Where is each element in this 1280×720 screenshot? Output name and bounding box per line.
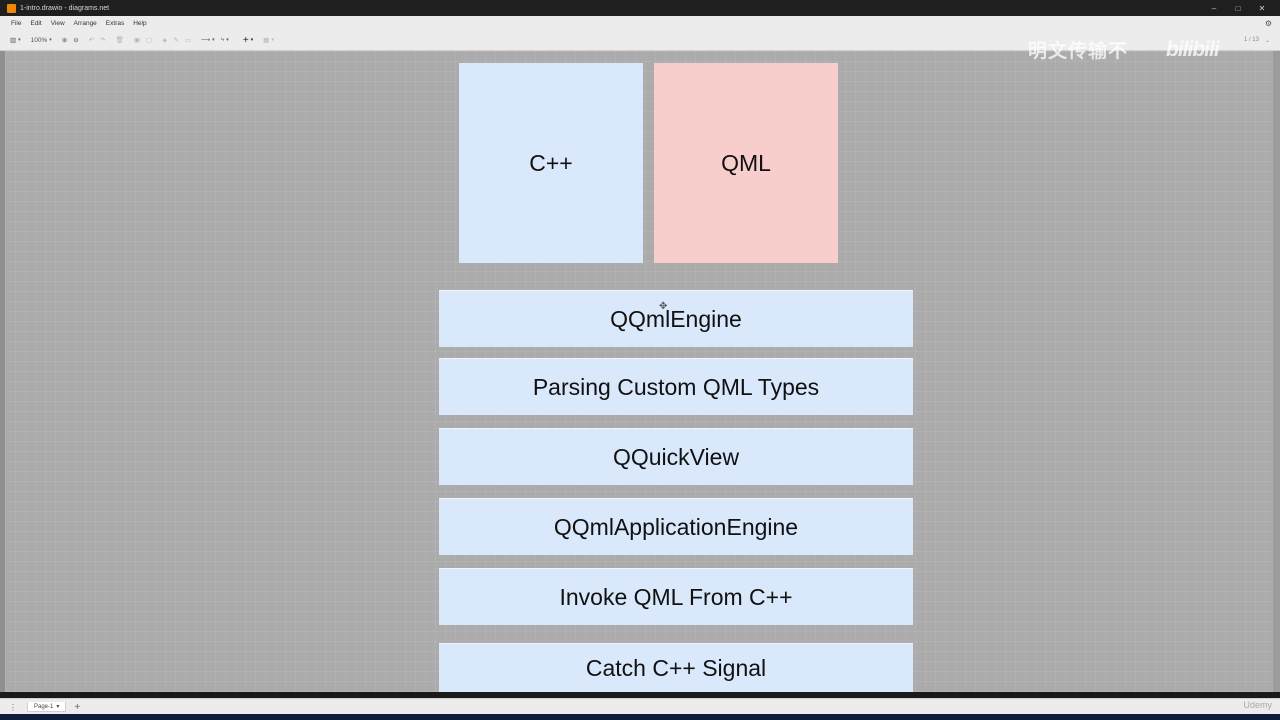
menu-file[interactable]: File (11, 19, 22, 27)
to-back-icon[interactable]: ▢ (146, 37, 153, 44)
menu-help[interactable]: Help (133, 19, 147, 27)
table-icon[interactable]: ▦▾ (263, 37, 274, 44)
to-front-icon[interactable]: ▣ (133, 37, 141, 44)
toolbar: ▥▾ 100%▾ ⊕ ⊖ ↶ ↷ 🗑 ▣ ▢ ◈ ✎ ▭ ⟶▾ ⤷▾ +▾ ▦▾… (0, 30, 1280, 51)
title-bar: 1-intro.drawio - diagrams.net – □ ✕ (0, 0, 1280, 16)
zoom-value: 100% (30, 36, 48, 44)
qml-square[interactable]: QML (654, 63, 838, 263)
watermark-text: 明文传输不 (1028, 41, 1129, 62)
line-color-icon[interactable]: ✎ (173, 37, 179, 44)
menu-extras[interactable]: Extras (105, 19, 125, 27)
move-cursor-icon: ✥ (659, 301, 668, 312)
bar-label: QQmlApplicationEngine (553, 513, 799, 540)
page-bar: ⋮ Page-1 ▾ + Udemy (0, 698, 1280, 715)
window-controls: – □ ✕ (1202, 0, 1274, 16)
toolbar-right: 1 / 13 ⌄ (1244, 30, 1270, 50)
bar-label: QQuickView (612, 443, 740, 470)
minimize-button[interactable]: – (1211, 3, 1217, 13)
drawio-app-icon (7, 3, 16, 13)
page-tab[interactable]: Page-1 ▾ (27, 702, 67, 712)
shadow-icon[interactable]: ▭ (184, 37, 191, 44)
connection-style-icon[interactable]: ⟶▾ (200, 37, 215, 44)
add-page-icon[interactable]: + (74, 701, 81, 713)
format-panel-toggle-icon[interactable]: ▥▾ (10, 37, 21, 44)
chevron-down-icon[interactable]: ▾ (56, 704, 60, 710)
maximize-button[interactable]: □ (1235, 3, 1241, 13)
redo-icon[interactable]: ↷ (100, 37, 106, 44)
collapse-chevron-icon[interactable]: ⌄ (1264, 37, 1270, 44)
fill-color-icon[interactable]: ◈ (162, 37, 168, 44)
bar-invoke-qml-from-cpp[interactable]: Invoke QML From C++ (439, 568, 913, 625)
bar-qquickview[interactable]: QQuickView (439, 428, 913, 485)
page-tab-label: Page-1 (34, 703, 54, 710)
bar-qqmlengine[interactable]: QQmlEngine (439, 290, 913, 347)
pages-menu-icon[interactable]: ⋮ (9, 702, 17, 712)
delete-icon[interactable]: 🗑 (115, 37, 124, 44)
bar-label: Catch C++ Signal (585, 654, 767, 681)
bar-label: Invoke QML From C++ (559, 583, 793, 610)
waypoints-icon[interactable]: ⤷▾ (220, 36, 229, 43)
zoom-select[interactable]: 100%▾ (30, 36, 52, 44)
bar-label: Parsing Custom QML Types (532, 373, 820, 400)
settings-gear-icon[interactable]: ⚙ (1264, 18, 1272, 28)
qml-label: QML (721, 149, 771, 176)
menu-arrange[interactable]: Arrange (73, 19, 97, 27)
zoom-out-icon[interactable]: ⊖ (73, 37, 79, 44)
bar-label: QQmlEngine (610, 305, 742, 332)
bar-parsing-custom-qml-types[interactable]: Parsing Custom QML Types (439, 358, 913, 415)
cpp-label: C++ (529, 149, 573, 176)
page-indicator: 1 / 13 (1243, 37, 1259, 43)
undo-icon[interactable]: ↶ (88, 37, 95, 44)
diagram-canvas[interactable]: C++ QML QQmlEngine Parsing Custom QML Ty… (5, 51, 1273, 692)
udemy-watermark: Udemy (1243, 700, 1272, 710)
bar-catch-cpp-signal[interactable]: Catch C++ Signal (439, 643, 913, 692)
menu-edit[interactable]: Edit (30, 19, 42, 27)
bilibili-logo-icon: bilibili (1166, 38, 1220, 61)
zoom-in-icon[interactable]: ⊕ (61, 37, 68, 44)
close-button[interactable]: ✕ (1258, 3, 1266, 13)
window-title: 1-intro.drawio - diagrams.net (20, 4, 110, 12)
vertical-scrollbar[interactable] (1273, 51, 1280, 692)
left-ruler (0, 51, 5, 692)
menu-bar: File Edit View Arrange Extras Help ⚙ (0, 16, 1280, 30)
cpp-square[interactable]: C++ (459, 63, 643, 263)
insert-plus-icon[interactable]: +▾ (242, 34, 254, 46)
bar-qqmlapplicationengine[interactable]: QQmlApplicationEngine (439, 498, 913, 555)
menu-view[interactable]: View (50, 19, 65, 27)
os-taskbar (0, 714, 1280, 720)
